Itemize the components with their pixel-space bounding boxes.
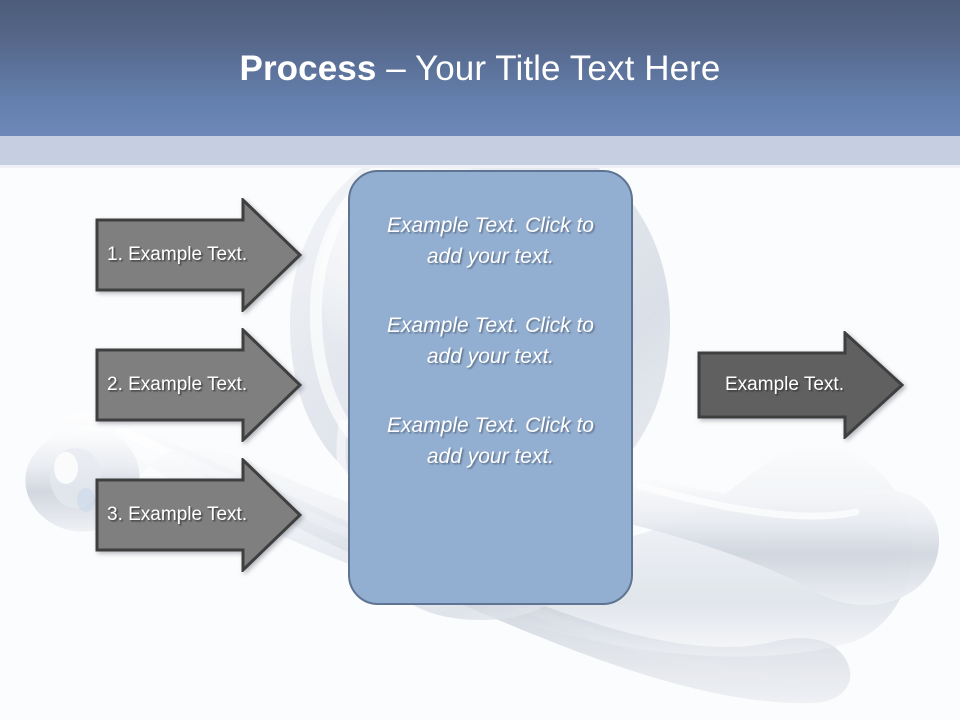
page-title-strong: Process [239,49,377,88]
process-step-arrow-2-label: 2. Example Text. [107,374,248,395]
process-output-arrow-label: Example Text. [725,374,844,395]
process-center-panel[interactable]: Example Text. Click to add your text. Ex… [348,170,633,605]
title-band-underline-edge [0,165,960,168]
process-step-arrow-1-label: 1. Example Text. [107,244,248,265]
center-panel-paragraph-2: Example Text. Click to add your text. [387,314,594,368]
process-step-arrow-2[interactable]: 2. Example Text. [95,328,302,442]
center-panel-paragraph-3: Example Text. Click to add your text. [387,414,594,468]
process-step-arrow-1[interactable]: 1. Example Text. [95,198,302,312]
page-title-rest: – Your Title Text Here [376,49,721,88]
process-step-arrow-3-label: 3. Example Text. [107,504,248,525]
title-band-underline [0,136,960,165]
page-title: Process – Your Title Text Here [0,47,960,91]
process-output-arrow[interactable]: Example Text. [697,331,904,439]
process-step-arrow-3[interactable]: 3. Example Text. [95,458,302,572]
center-panel-paragraph-1: Example Text. Click to add your text. [387,214,594,268]
